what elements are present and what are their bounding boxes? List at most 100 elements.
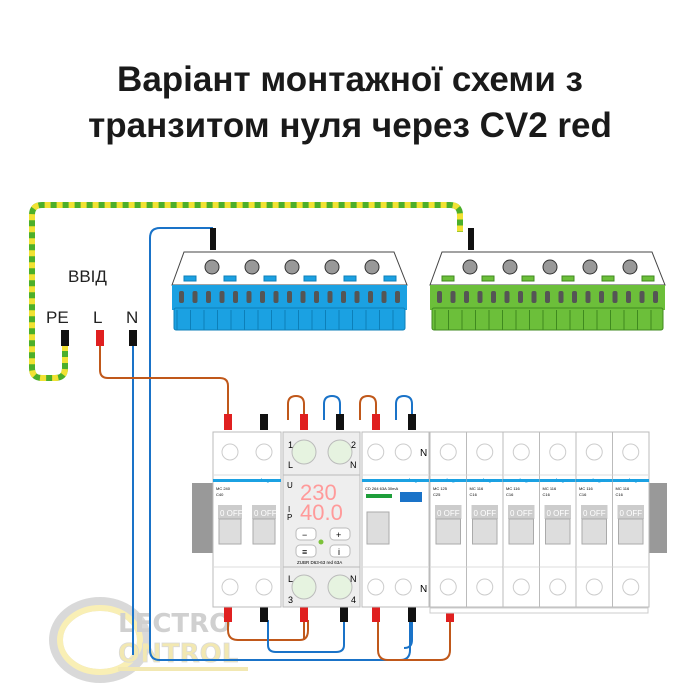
module-rating: C16	[616, 492, 624, 497]
bus-hole	[381, 291, 387, 303]
current-display: 40.0	[300, 500, 343, 525]
pe-label: PE	[46, 308, 69, 327]
module-rating: C16	[543, 492, 551, 497]
rcd-n-bottom: N	[420, 584, 427, 595]
info-button[interactable]: i	[329, 544, 351, 558]
bus-screw	[542, 259, 558, 275]
jumper-wire	[287, 394, 305, 420]
bus-marker	[441, 275, 455, 282]
terminal-2-label: 2	[351, 440, 356, 450]
info-glyph: i	[338, 547, 340, 557]
module-rating: C16	[506, 492, 514, 497]
terminal-screw	[585, 578, 603, 596]
terminal-screw	[622, 578, 640, 596]
bus-marker	[481, 275, 495, 282]
bus-marker	[561, 275, 575, 282]
module-model: MC 116	[579, 486, 593, 491]
bus-hole	[572, 291, 577, 303]
n-label: N	[126, 308, 138, 327]
relay-u-label: U	[287, 481, 293, 490]
bus-hole	[491, 291, 496, 303]
ferrule-top	[408, 414, 416, 430]
bus-hole	[612, 291, 618, 303]
relay-n-top: N	[350, 460, 357, 470]
bus-hole	[477, 291, 483, 303]
off-window	[508, 505, 535, 519]
input-label: ВВІД	[68, 267, 107, 286]
module-rating: C25	[433, 492, 441, 497]
terminal-screw	[255, 578, 273, 596]
minus-button[interactable]: −	[295, 527, 317, 541]
logo-text-1: LECTRO	[118, 609, 231, 639]
rcd-indicator	[366, 494, 392, 498]
bus-hole	[273, 291, 279, 303]
toggle-lever	[435, 518, 461, 545]
l-ferrule	[96, 330, 104, 346]
terminal-screw	[367, 443, 385, 461]
menu-button[interactable]: ≡	[295, 544, 317, 558]
terminal-screw	[622, 443, 640, 461]
bus-hole	[179, 291, 184, 303]
toggle-lever	[508, 518, 534, 545]
status-led	[318, 539, 324, 545]
bus-marker	[263, 275, 277, 282]
bus-screw	[204, 259, 220, 275]
off-label: 0 OFF	[547, 509, 570, 518]
terminal-screw-2	[327, 439, 353, 465]
neutral-bus-bar-blue	[171, 228, 408, 331]
module-model: MC 116	[616, 486, 630, 491]
terminal-screw	[512, 443, 530, 461]
relay-p-label: P	[287, 513, 292, 522]
off-window	[435, 505, 462, 519]
ferrule-bottom	[300, 606, 308, 622]
rcd-test-button[interactable]	[400, 492, 422, 502]
terminal-screw	[221, 443, 239, 461]
off-window	[544, 505, 571, 519]
terminal-screw	[394, 443, 412, 461]
ferrule-bottom	[224, 606, 232, 622]
l-label: L	[93, 308, 102, 327]
off-label: 0 OFF	[437, 509, 460, 518]
bus-hole	[653, 291, 658, 303]
bus-marker	[343, 275, 357, 282]
jumper-wire	[267, 620, 345, 653]
bus-hole	[233, 291, 238, 303]
brand-stripe	[466, 479, 503, 482]
off-label: 0 OFF	[220, 509, 243, 518]
bus-ferrule	[210, 228, 216, 250]
toggle-lever	[545, 518, 571, 545]
off-label: 0 OFF	[510, 509, 533, 518]
relay-n-bottom: N	[350, 574, 357, 584]
terminal-screw	[512, 578, 530, 596]
brand-stripe	[430, 479, 467, 482]
brand-label: hager	[483, 478, 496, 484]
brand-stripe	[612, 479, 649, 482]
terminal-screw	[367, 578, 385, 596]
bus-marker	[601, 275, 615, 282]
bus-hole	[464, 291, 469, 303]
pe-ferrule	[61, 330, 69, 346]
relay-l-top: L	[288, 460, 293, 470]
terminal-screw	[255, 443, 273, 461]
brand-label: hager	[447, 478, 460, 484]
brand-label: hager	[261, 478, 274, 484]
line-input-wire	[99, 345, 229, 420]
bus-hole	[437, 291, 442, 303]
bus-marker	[183, 275, 197, 282]
terminal-3-label: 3	[288, 595, 293, 605]
bus-hole	[260, 291, 265, 303]
module-rating: C40	[216, 492, 224, 497]
ferrule-top	[224, 414, 232, 430]
brand-stripe	[576, 479, 613, 482]
off-window	[218, 505, 242, 519]
module-model: MC 125	[433, 486, 448, 491]
bus-screw	[364, 259, 380, 275]
bus-hole	[206, 291, 211, 303]
plus-button[interactable]: +	[329, 527, 351, 541]
plus-glyph: +	[336, 530, 341, 540]
jumper-wire	[377, 612, 451, 661]
bus-hole	[504, 291, 510, 303]
